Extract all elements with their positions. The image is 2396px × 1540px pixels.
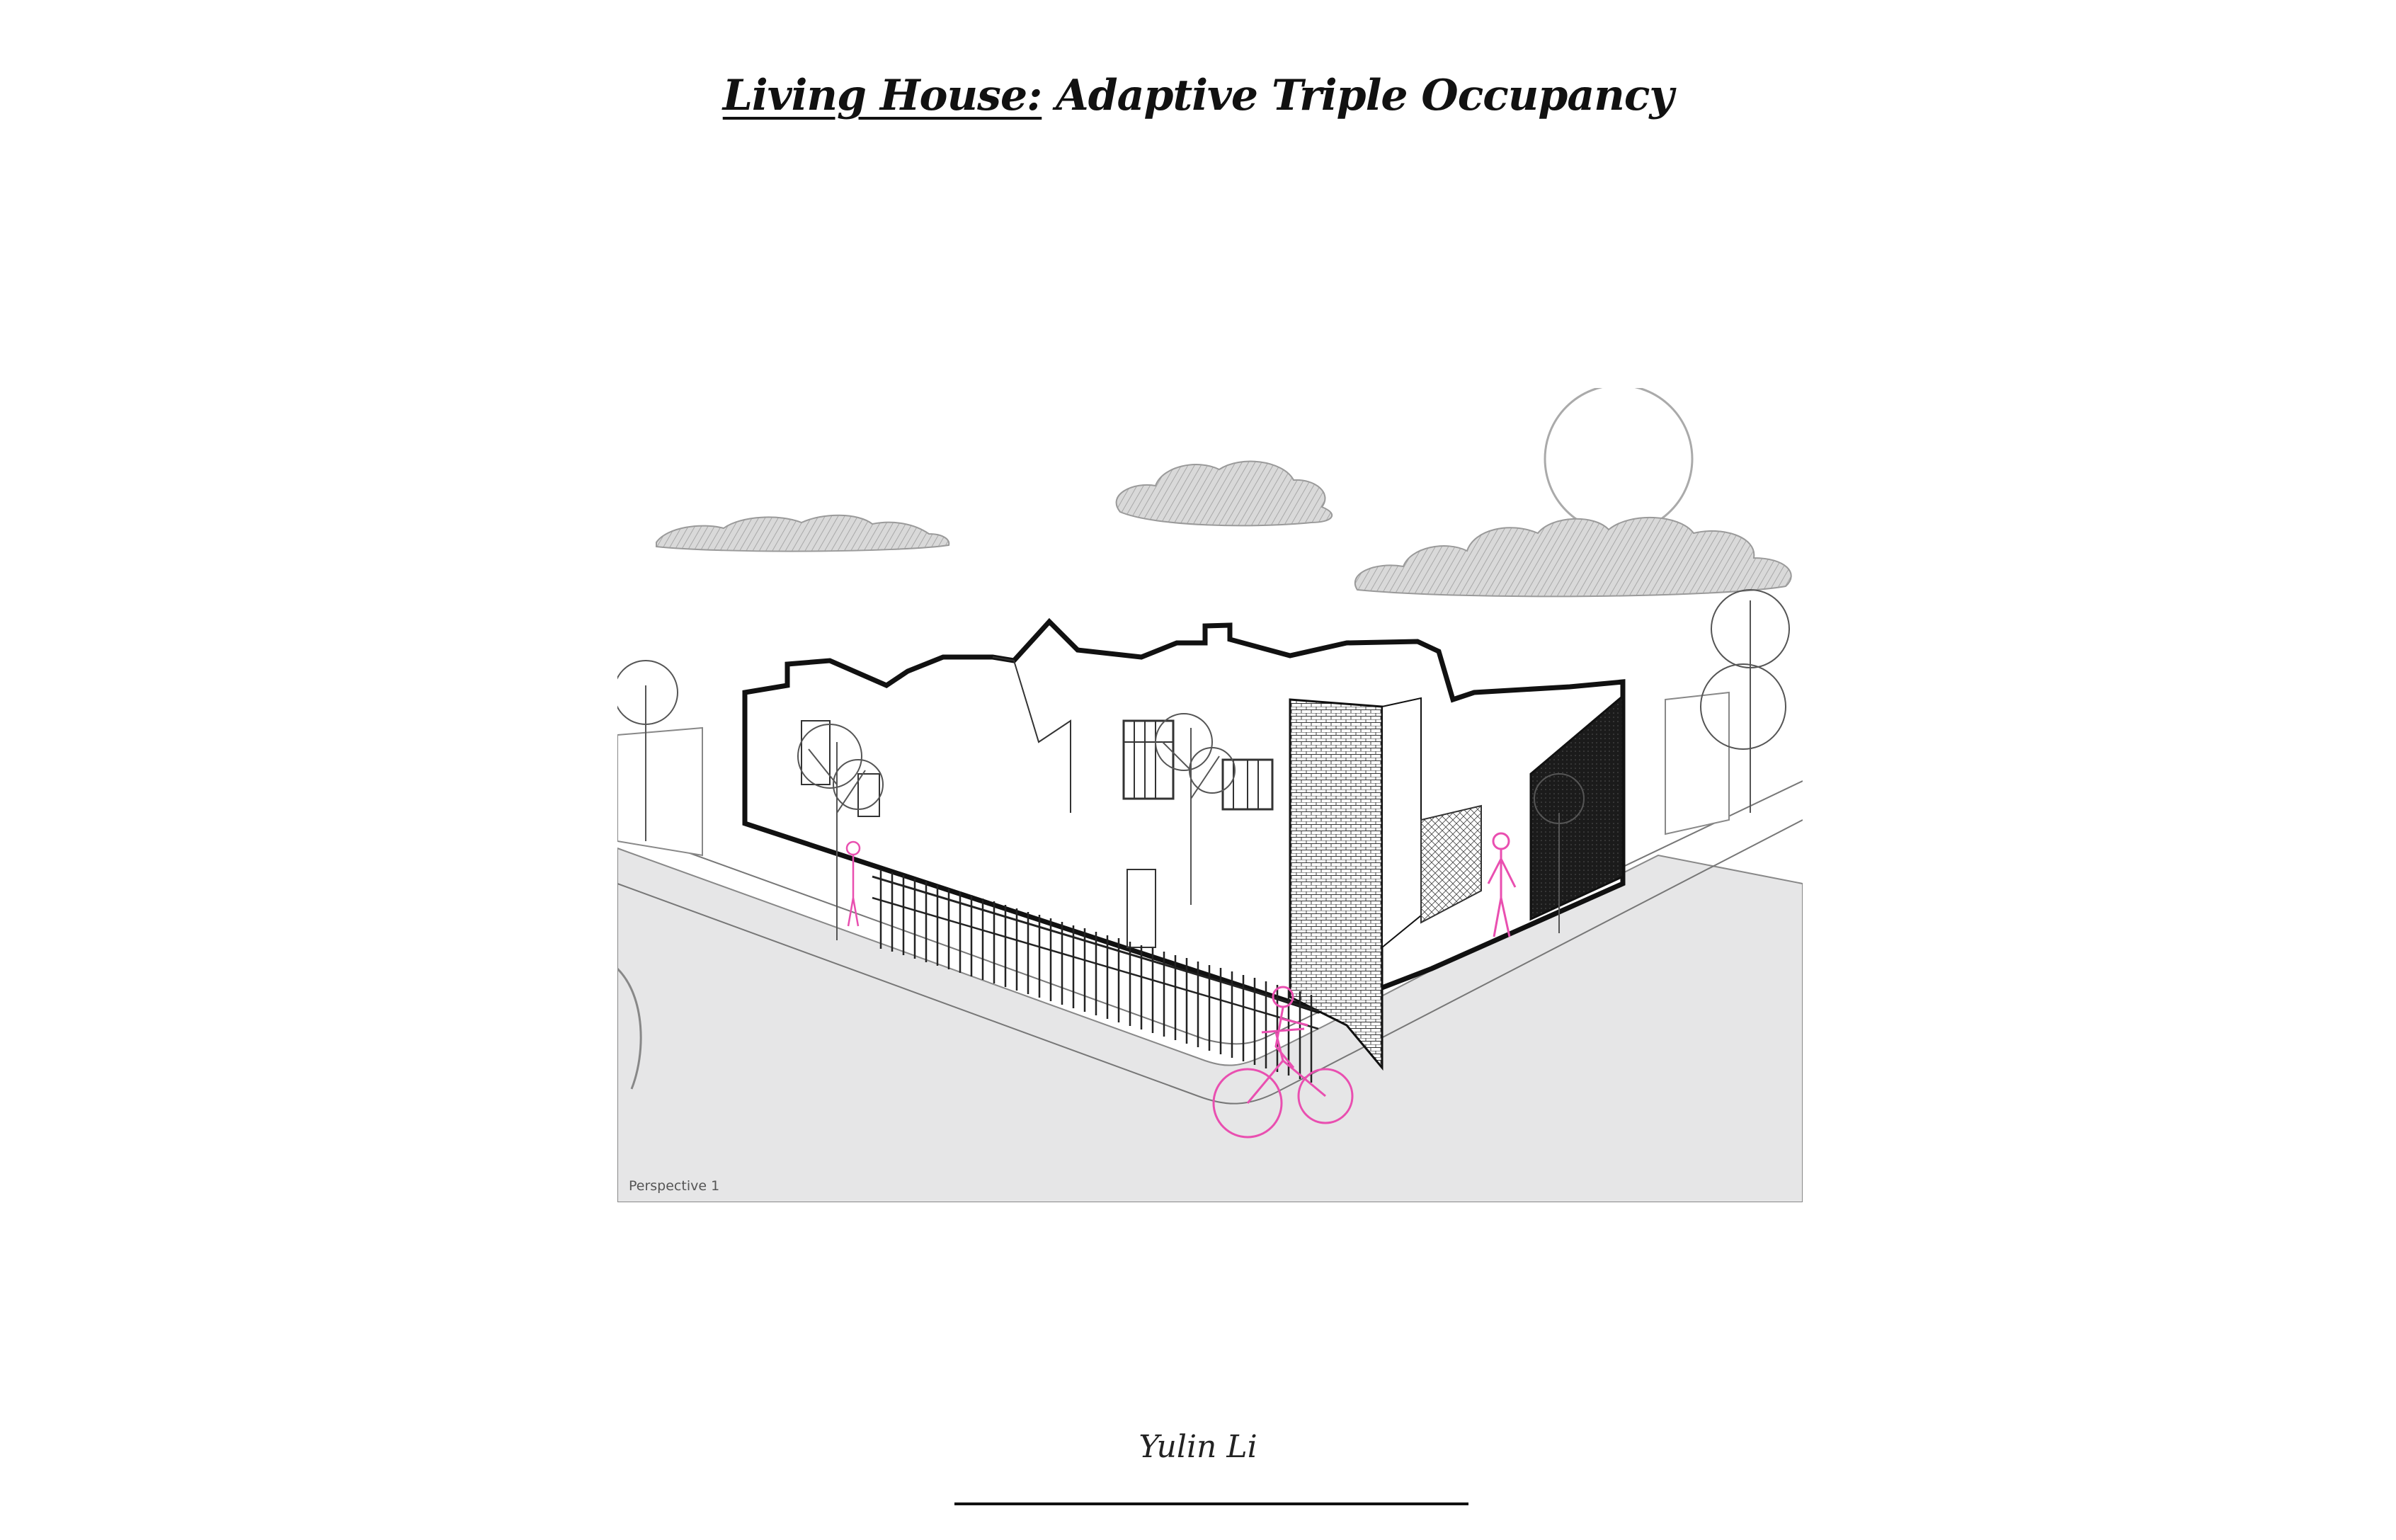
- title-underlined: Living House:: [722, 71, 1043, 120]
- trees: [617, 589, 1790, 940]
- cloud-center: [1115, 460, 1333, 527]
- sun: [1544, 388, 1694, 534]
- dark-facade: [1529, 693, 1624, 921]
- drawing-caption: Perspective 1: [629, 1178, 720, 1194]
- curb: [617, 967, 642, 1090]
- mesh-screen: [1420, 804, 1482, 924]
- cloud-left: [656, 514, 950, 552]
- cloud-right: [1354, 517, 1792, 598]
- title-rest: Adaptive Triple Occupancy: [1042, 71, 1674, 120]
- author-name: Yulin Li: [1139, 1429, 1257, 1465]
- perspective-drawing: [617, 388, 1803, 1202]
- cyclist: [1212, 986, 1354, 1139]
- signature-rule: [954, 1502, 1468, 1505]
- page-title: Living House: Adaptive Triple Occupancy: [0, 71, 2396, 120]
- pedestrian-left: [845, 840, 861, 927]
- pedestrian-right: [1487, 832, 1517, 937]
- main-building: [742, 617, 1626, 1071]
- picket-fence: [872, 869, 1319, 1083]
